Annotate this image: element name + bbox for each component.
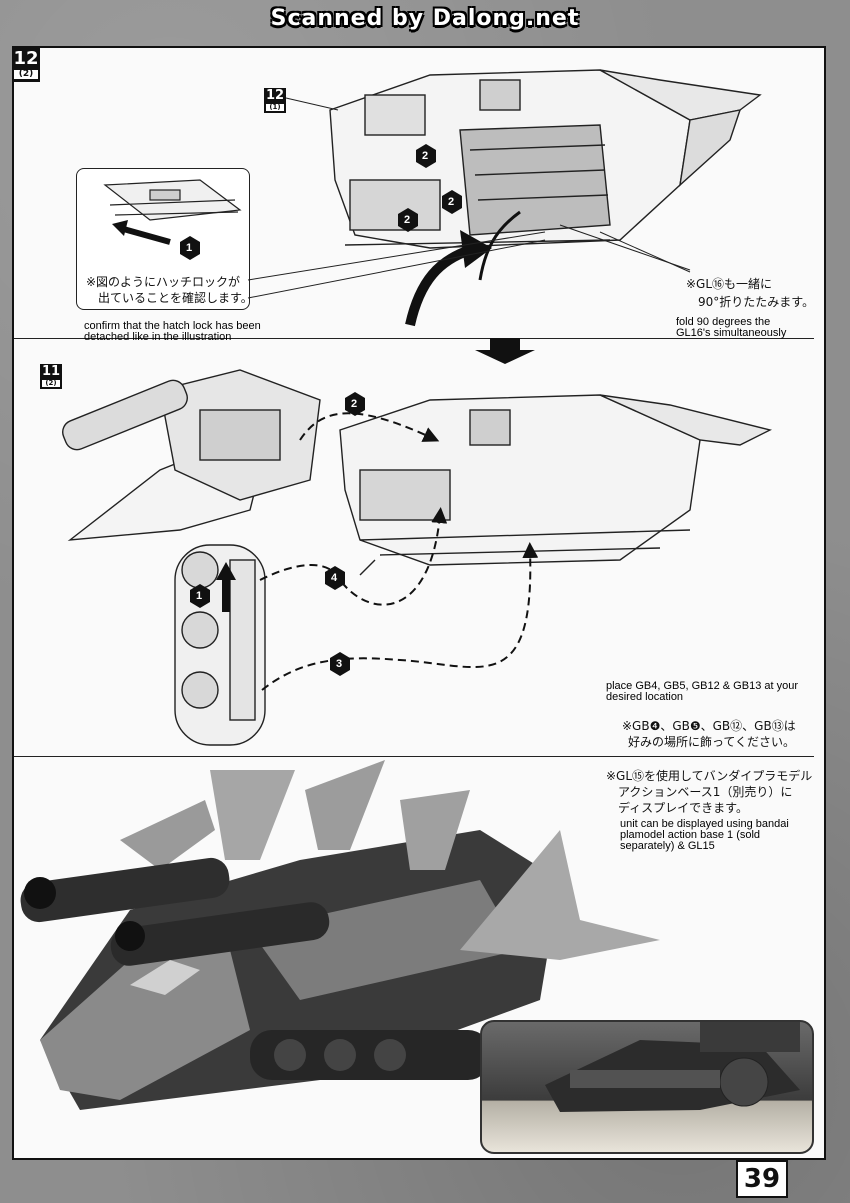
cockpit-block-illustration: [62, 369, 321, 541]
fold-arrow-large: [405, 245, 472, 327]
step-marker-top-2a: [398, 208, 418, 232]
hatch-lock-detail: [103, 179, 242, 221]
place-note-jp-1: ※GB❹、GB❺、GB⑫、GB⑬は: [622, 719, 796, 733]
section-divider-bottom: [14, 756, 814, 757]
place-note-jp-2: 好みの場所に飾ってください。: [628, 735, 796, 749]
base-note-jp-1: ※GL⑮を使用してバンダイプラモデル: [606, 769, 813, 783]
marker-top-2c-label: 2: [422, 150, 429, 162]
base-note-en-3: separately) & GL15: [620, 840, 715, 852]
base-note-en-2: plamodel action base 1 (sold: [620, 829, 761, 841]
place-note-en-2: desired location: [606, 691, 684, 703]
fold-note-en-2: GL16's simultaneously: [676, 327, 787, 339]
step-marker-top-1: [180, 236, 200, 260]
hatch-lock-note-en-2: detached like in the illustration: [84, 331, 232, 343]
base-note-jp-3: ディスプレイできます。: [618, 801, 748, 815]
marker-mid-4-label: 4: [331, 572, 338, 584]
marker-top-2a-label: 2: [404, 214, 411, 226]
hatch-lock-note-en-1: confirm that the hatch lock has been: [84, 320, 261, 332]
fold-note-jp-2: 90°折りたたみます。: [698, 295, 815, 309]
ref-badge-11-2: 11 (2): [40, 364, 62, 389]
fold-arrow-head: [460, 230, 492, 268]
place-note-en-1: place GB4, GB5, GB12 & GB13 at your: [606, 680, 798, 692]
fold-note-en-1: fold 90 degrees the: [676, 316, 771, 328]
hatch-lock-note-jp-2: 出ていることを確認します。: [98, 291, 253, 305]
marker-mid-2-label: 2: [351, 398, 358, 410]
ref-badge-12-1: 12 (1): [264, 88, 286, 113]
marker-mid-3-label: 3: [336, 658, 343, 670]
ref-step-number: 11: [41, 364, 61, 379]
step-marker-mid-3: [330, 652, 350, 676]
step-badge-12-2: 12 (2): [12, 48, 40, 82]
marker-top-1-label: 1: [186, 242, 193, 254]
step-marker-top-2b: [442, 190, 462, 214]
page-number: 39: [736, 1160, 788, 1198]
ref-step-number: 12: [265, 88, 285, 103]
hatch-lock-note-jp-1: ※図のようにハッチロックが: [86, 275, 241, 289]
base-note-jp-2: アクションベース1（別売り）に: [618, 785, 793, 799]
base-note-en-1: unit can be displayed using bandai: [620, 818, 789, 830]
step-marker-mid-4: [325, 566, 345, 590]
section-divider-top: [14, 338, 814, 339]
ref-step-sub: (1): [265, 103, 285, 112]
step-sub-number: (2): [13, 69, 39, 80]
ref-leader-line: [285, 97, 339, 111]
step-marker-mid-2: [345, 392, 365, 416]
step-marker-top-2c: [416, 144, 436, 168]
marker-mid-1-label: 1: [196, 590, 203, 602]
step-number: 12: [13, 48, 39, 69]
next-step-arrow: [475, 338, 535, 364]
marker-top-2b-label: 2: [448, 196, 455, 208]
step-marker-mid-1: [190, 584, 210, 608]
vehicle-photo: [20, 760, 660, 1110]
hatch-arrow: [119, 225, 171, 245]
watermark-text: Scanned by Dalong.net: [270, 6, 580, 31]
fold-note-jp-1: ※GL⑯も一緒に: [686, 277, 773, 291]
hull-top-illustration: [329, 69, 762, 249]
ref-step-sub: (2): [41, 379, 61, 388]
